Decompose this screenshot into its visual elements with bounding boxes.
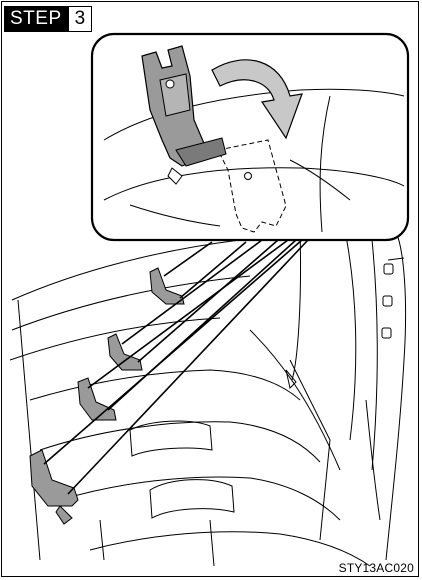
callout-lines xyxy=(44,240,308,494)
step-number: 3 xyxy=(68,7,92,31)
step-badge: STEP 3 xyxy=(4,6,92,32)
zoom-inset xyxy=(92,34,408,240)
figure-code: STY13AC020 xyxy=(339,561,414,575)
step-label: STEP xyxy=(5,7,68,31)
